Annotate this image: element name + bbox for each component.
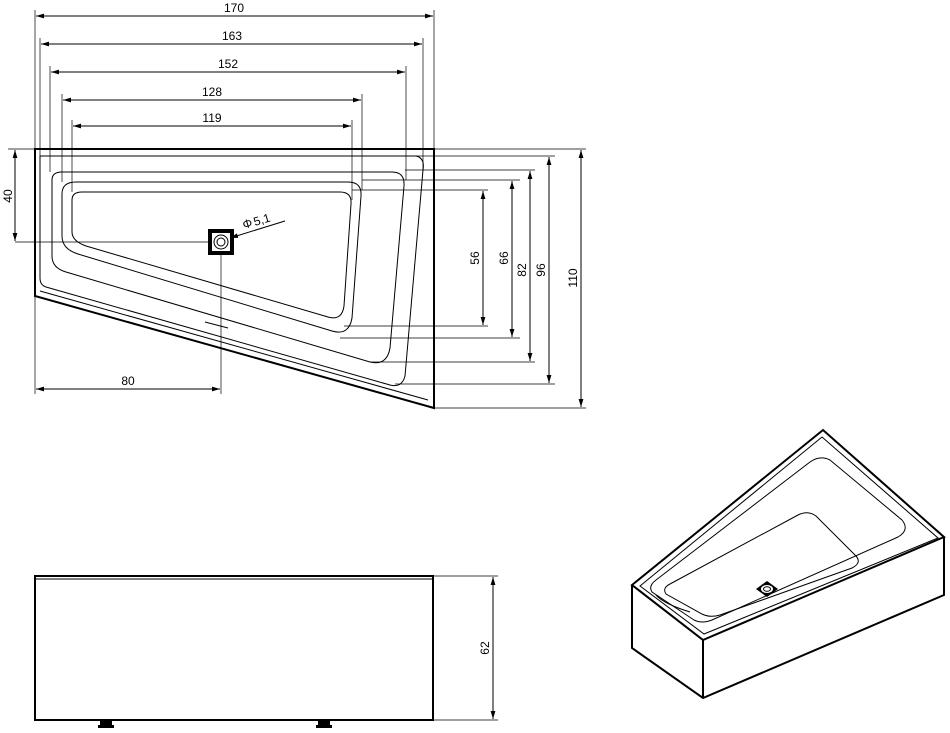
side-view: 62 — [34, 575, 498, 728]
drain-leader-line — [229, 220, 286, 239]
foot-right-icon — [316, 720, 332, 728]
dim-label-82: 82 — [515, 263, 529, 277]
dim-label-66: 66 — [497, 251, 511, 265]
bowl-contour-middle — [61, 181, 362, 333]
drain-hole-icon — [216, 237, 226, 247]
diameter-symbol: Φ — [241, 216, 254, 232]
iso-bowl-inner — [664, 512, 859, 617]
drain-diameter-label: 5,1 — [252, 211, 272, 229]
right-dimensions: 56 66 82 96 110 — [340, 148, 586, 409]
tub-apron-line — [39, 290, 429, 401]
dim-label-62: 62 — [478, 641, 492, 655]
tub-outer-outline — [34, 148, 435, 410]
iso-rim-line — [639, 436, 939, 635]
left-dimensions: 40 80 — [1, 148, 220, 394]
drain — [208, 229, 234, 255]
dim-label-163: 163 — [222, 29, 242, 43]
top-dimensions: 170 163 152 128 119 — [34, 1, 435, 200]
drain-plate-inner — [212, 233, 230, 251]
dim-label-56: 56 — [468, 251, 482, 265]
side-panel-outline — [34, 575, 434, 721]
iso-bowl-floor — [655, 594, 691, 613]
dim-label-128: 128 — [202, 85, 222, 99]
isometric-view — [630, 428, 946, 700]
dim-label-96: 96 — [534, 263, 548, 277]
dim-label-152: 152 — [218, 57, 238, 71]
iso-front-face — [631, 537, 945, 700]
overflow-slot — [204, 321, 229, 329]
iso-bowl-outer — [650, 457, 906, 623]
dim-label-110: 110 — [566, 268, 580, 287]
dim-label-170: 170 — [224, 1, 244, 15]
foot-left-icon — [98, 720, 114, 728]
bowl-contour-outer — [51, 171, 405, 364]
dim-label-80: 80 — [121, 374, 135, 388]
dim-label-40: 40 — [1, 189, 15, 203]
dim-label-119: 119 — [202, 111, 221, 125]
iso-drain-icon — [756, 581, 778, 597]
drain-ring-icon — [213, 234, 229, 250]
plan-view: Φ 5,1 — [15, 148, 435, 410]
